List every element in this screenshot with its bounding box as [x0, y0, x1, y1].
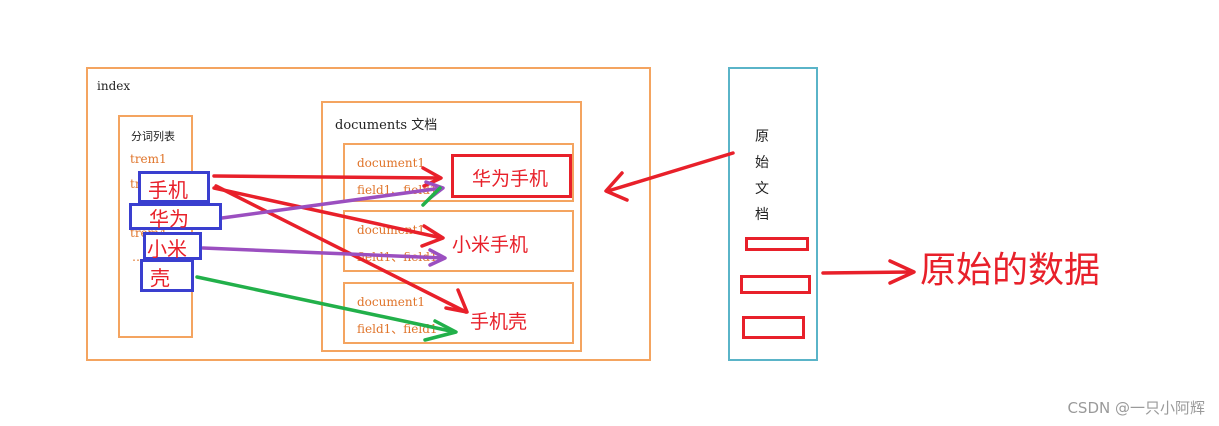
- term-ke: 壳: [150, 266, 170, 290]
- documents-title: documents 文档: [335, 118, 438, 133]
- document-box-3: [343, 282, 574, 344]
- term-item-1: trem1: [130, 152, 167, 166]
- raw-doc-char-2: 始: [755, 155, 769, 171]
- arrow-huawei-to-huawei-phone: [220, 186, 444, 220]
- arrow-raw-doc-to-documents: [606, 151, 735, 193]
- index-label: index: [97, 79, 131, 93]
- arrow-green-short: [421, 186, 442, 207]
- document-box-2: [343, 210, 574, 272]
- term-xiaomi: 小米: [147, 237, 187, 261]
- arrow-xiaomi-to-xiaomi-phone: [201, 246, 446, 260]
- arrow-shouji-to-xiaomi-phone: [212, 186, 444, 240]
- term-box-ke: [140, 259, 194, 292]
- document-name-3: document1: [357, 295, 426, 309]
- raw-doc-char-1: 原: [755, 129, 769, 145]
- index-box: [86, 67, 651, 361]
- raw-data-label: 原始的数据: [920, 250, 1101, 291]
- term-box-shouji: [138, 171, 210, 203]
- term-box-xiaomi: [143, 232, 202, 260]
- raw-data-rect-1: [745, 237, 809, 251]
- raw-doc-char-3: 文: [755, 181, 769, 197]
- arrow-shouji-to-huawei-phone: [212, 174, 442, 180]
- xiaomi-phone-label: 小米手机: [452, 234, 529, 256]
- watermark: CSDN @一只小阿辉: [1067, 399, 1205, 417]
- document-name-1: document1: [357, 156, 426, 170]
- arrow-ke-to-phone-case: [195, 275, 457, 334]
- raw-doc-char-4: 档: [755, 207, 769, 223]
- raw-data-rect-3: [742, 316, 805, 339]
- term-list-title: 分词列表: [131, 130, 175, 143]
- arrow-raw-data-to-label: [821, 270, 914, 275]
- arrow-shouji-to-phone-case: [214, 184, 468, 314]
- huawei-phone-label: 华为手机: [472, 168, 549, 190]
- term-shouji: 手机: [148, 178, 188, 202]
- term-huawei: 华为: [149, 207, 189, 231]
- raw-document-box: [728, 67, 818, 361]
- documents-box: [321, 101, 582, 352]
- raw-data-rect-2: [740, 275, 811, 294]
- document-name-2: document1: [357, 223, 426, 237]
- huawei-phone-box: [451, 154, 572, 198]
- document-box-1: [343, 143, 574, 202]
- raw-document-label: 原 始 文 档: [752, 126, 772, 230]
- document-fields-1: field1、field1: [357, 183, 438, 197]
- phone-case-label: 手机壳: [470, 311, 528, 333]
- term-box-huawei: [129, 203, 222, 230]
